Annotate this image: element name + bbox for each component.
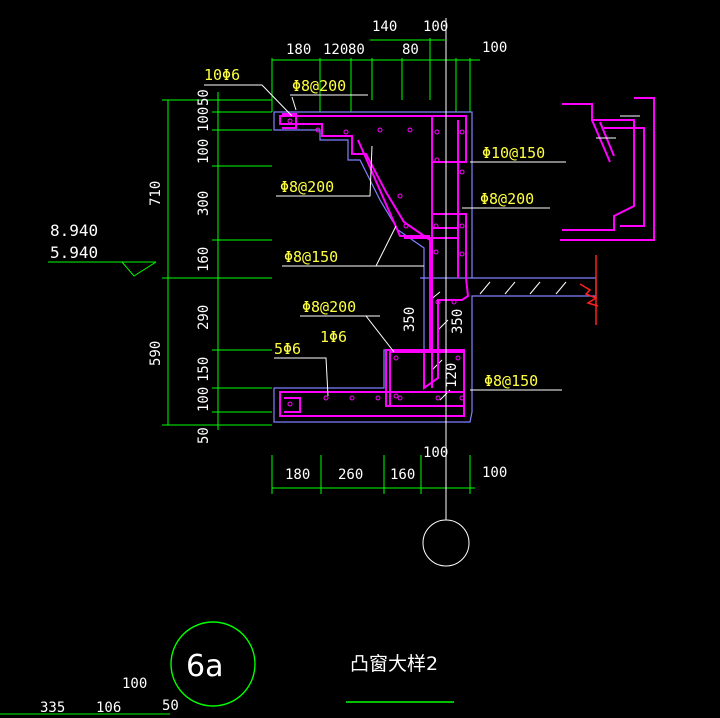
dim-top-120: 120 <box>323 42 348 58</box>
dim-left-300: 300 <box>196 191 212 216</box>
dim-top-140: 140 <box>372 19 397 35</box>
label-bottom-bars: 5Φ6 <box>274 340 301 358</box>
axis-bubble <box>422 519 470 567</box>
elevation-lower: 5.940 <box>50 243 98 262</box>
dim-left-710: 710 <box>148 181 164 206</box>
dim-bl-106: 106 <box>96 700 121 716</box>
dim-left-290: 290 <box>196 305 212 330</box>
dim-left-590: 590 <box>148 341 164 366</box>
dim-left-160: 160 <box>196 247 212 272</box>
label-left-mid: Φ8@200 <box>280 178 334 196</box>
break-mark <box>579 283 599 307</box>
dim-bl-100: 100 <box>122 676 147 692</box>
dim-left-100b: 100 <box>196 139 212 164</box>
label-right-mid: Φ8@200 <box>480 190 534 208</box>
dim-bl-50: 50 <box>162 698 179 714</box>
dim-top-80b: 80 <box>402 42 419 58</box>
dim-bot-260: 260 <box>338 467 363 483</box>
dim-left-50b: 50 <box>196 427 212 444</box>
dim-left-150: 150 <box>196 357 212 382</box>
dim-sec-350b: 350 <box>450 309 466 334</box>
window-fragment <box>560 97 655 241</box>
dim-top-100b: 100 <box>482 40 507 56</box>
detail-title: 凸窗大样2 <box>350 653 438 675</box>
leader-lines <box>204 84 566 397</box>
label-phi10: Φ10@150 <box>482 144 545 162</box>
detail-number: 6a <box>186 649 223 684</box>
dim-left-50a: 50 <box>196 89 212 106</box>
label-left-low: Φ8@150 <box>284 248 338 266</box>
dim-top-180: 180 <box>286 42 311 58</box>
elevation-upper: 8.940 <box>50 221 98 240</box>
label-right-low: Φ8@150 <box>484 372 538 390</box>
dim-sec-120: 120 <box>444 363 460 388</box>
dim-bot-180: 180 <box>285 467 310 483</box>
dim-bot-100b: 100 <box>482 465 507 481</box>
dim-bot-160: 160 <box>390 467 415 483</box>
rebar-dots <box>287 118 465 407</box>
label-beam-stirrup: Φ8@200 <box>302 298 356 316</box>
dim-left-100a: 100 <box>196 107 212 132</box>
dimension-lines <box>0 38 480 715</box>
dim-sec-350a: 350 <box>402 307 418 332</box>
label-beam-bar: 1Φ6 <box>320 328 347 346</box>
dim-top-80a: 80 <box>348 42 365 58</box>
label-stirrup-top: Φ8@200 <box>292 77 346 95</box>
dim-top-100: 100 <box>423 19 448 35</box>
dim-bl-335: 335 <box>40 700 65 716</box>
dim-bot-100a: 100 <box>423 445 448 461</box>
label-top-bars: 10Φ6 <box>204 66 240 84</box>
elevation-marker <box>48 261 157 277</box>
dim-left-100c: 100 <box>196 387 212 412</box>
detail-number-circle <box>170 621 256 707</box>
